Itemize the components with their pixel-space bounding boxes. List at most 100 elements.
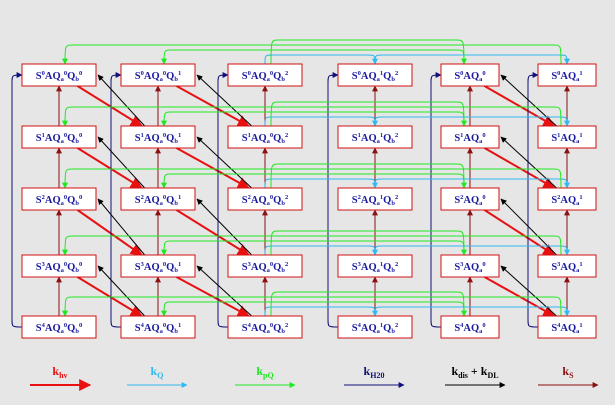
arrow-k-pq-s1-a0-to-s1-01 <box>161 111 465 127</box>
legend-label: kH20 <box>364 364 385 380</box>
state-label: S4AQa0Qb0 <box>36 322 82 335</box>
state-box-frame <box>537 187 597 211</box>
state-box-frame <box>337 315 413 339</box>
state-box-s3-02: S3AQa0Qb2 <box>227 254 303 278</box>
arrow-k-dis-dl-s4-01-to-s3-00 <box>97 265 146 317</box>
legend-label: kpQ <box>256 364 273 380</box>
arrow-k-h2o-s4-00-to-s0-00 <box>11 72 23 328</box>
arrow-k-dis-dl-s1-01-to-s0-00 <box>97 74 146 127</box>
state-label: S2AQa0Qb2 <box>242 194 288 207</box>
state-box-s1-01: S1AQa0Qb1 <box>120 125 196 149</box>
legend-label: kS <box>562 364 574 380</box>
state-box-s0-00: S0AQa0Qb0 <box>21 63 97 87</box>
arrow-k-hv-s0-01-to-s1-02 <box>176 85 250 127</box>
state-box-frame <box>120 254 196 278</box>
legend-item-k-h2o: kH20 <box>344 364 405 388</box>
arrow-k-pq-s3-02-to-s3-a0 <box>270 230 467 256</box>
state-box-s0-a0: S0AQa0 <box>440 63 500 87</box>
arrow-k-pq-s3-a0-to-s3-01 <box>161 240 465 256</box>
state-box-frame <box>337 63 413 87</box>
arrow-k-q-s0-12-to-s0-a1 <box>374 54 570 65</box>
arrow-k-pq-s1-a1-to-s1-00 <box>62 106 562 127</box>
state-label: S4AQa0 <box>454 322 485 335</box>
state-box-s1-00: S1AQa0Qb0 <box>21 125 97 149</box>
legend-label: kQ <box>151 364 164 380</box>
state-box-frame <box>227 63 303 87</box>
arrow-k-pq-s4-a1-to-s4-00 <box>62 296 562 317</box>
state-box-frame <box>120 187 196 211</box>
arrow-k-pq-s3-a1-to-s3-00 <box>62 235 562 256</box>
state-box-frame <box>537 315 597 339</box>
arrow-k-hv-s0-00-to-s1-01 <box>76 85 143 127</box>
state-box-frame <box>537 63 597 87</box>
arrow-k-dis-dl-s4-a1-to-s3-a0 <box>500 265 557 317</box>
state-box-s2-12: S2AQa1Qb2 <box>337 187 413 211</box>
state-label: S3AQa1Qb2 <box>352 261 398 274</box>
state-box-s4-02: S4AQa0Qb2 <box>227 315 303 339</box>
state-box-frame <box>337 254 413 278</box>
state-box-s2-02: S2AQa0Qb2 <box>227 187 303 211</box>
state-box-frame <box>537 254 597 278</box>
legend-item-k-s: kS <box>538 364 599 388</box>
arrow-k-hv-s1-a0-to-s2-a1 <box>484 147 556 189</box>
state-box-frame <box>227 254 303 278</box>
state-box-frame <box>21 254 97 278</box>
arrow-k-q-s3-12-to-s3-a1 <box>374 245 570 256</box>
state-box-s4-01: S4AQa0Qb1 <box>120 315 196 339</box>
state-box-frame <box>440 254 500 278</box>
state-label: S2AQa0Qb1 <box>135 194 181 207</box>
state-box-frame <box>120 125 196 149</box>
legend-item-k-dis-dl: kdis + kDL <box>445 364 506 388</box>
state-box-frame <box>440 125 500 149</box>
state-label: S3AQa0Qb2 <box>242 261 288 274</box>
state-box-frame <box>537 125 597 149</box>
state-box-frame <box>227 315 303 339</box>
state-box-s3-a1: S3AQa1 <box>537 254 597 278</box>
arrow-k-hv-s2-a0-to-s3-a1 <box>483 209 556 256</box>
state-box-s3-a0: S3AQa0 <box>440 254 500 278</box>
state-label: S0AQa0 <box>454 70 485 83</box>
state-label: S1AQa0Qb0 <box>36 132 82 145</box>
state-box-s3-01: S3AQa0Qb1 <box>120 254 196 278</box>
state-box-frame <box>227 125 303 149</box>
state-box-s4-a1: S4AQa1 <box>537 315 597 339</box>
state-box-frame <box>440 315 500 339</box>
arrow-k-dis-dl-s4-02-to-s3-01 <box>196 265 253 317</box>
state-box-frame <box>21 315 97 339</box>
arrow-k-h2o-s4-12-to-s0-12 <box>327 72 339 328</box>
state-box-frame <box>120 63 196 87</box>
state-box-frame <box>440 187 500 211</box>
state-box-frame <box>440 63 500 87</box>
arrow-k-h2o-s4-a1-to-s0-a1 <box>527 72 539 328</box>
state-box-frame <box>21 187 97 211</box>
legend-item-k-hv: khv <box>30 364 92 391</box>
state-label: S3AQa0 <box>454 261 485 274</box>
arrow-k-h2o-s4-01-to-s0-01 <box>110 72 122 328</box>
state-label: S0AQa1 <box>551 70 582 83</box>
state-box-s0-01: S0AQa0Qb1 <box>120 63 196 87</box>
state-box-s2-a0: S2AQa0 <box>440 187 500 211</box>
legend-item-k-pq: kpQ <box>235 364 296 388</box>
state-label: S1AQa1Qb2 <box>352 132 398 145</box>
state-label: S2AQa0Qb0 <box>36 194 82 207</box>
state-box-frame <box>337 187 413 211</box>
state-label: S0AQa0Qb1 <box>135 70 181 83</box>
arrow-k-dis-dl-s1-02-to-s0-01 <box>196 74 253 127</box>
state-box-s2-01: S2AQa0Qb1 <box>120 187 196 211</box>
arrow-k-pq-s0-a0-to-s0-01 <box>161 49 465 65</box>
arrow-k-pq-s2-02-to-s2-a0 <box>270 163 467 189</box>
state-box-s4-00: S4AQa0Qb0 <box>21 315 97 339</box>
state-box-frame <box>337 125 413 149</box>
state-box-s3-00: S3AQa0Qb0 <box>21 254 97 278</box>
state-box-s0-02: S0AQa0Qb2 <box>227 63 303 87</box>
state-box-frame <box>227 187 303 211</box>
arrow-k-pq-s1-02-to-s1-a0 <box>270 101 467 127</box>
arrow-k-dis-dl-s2-01-to-s1-00 <box>97 136 146 189</box>
transition-arrows <box>11 39 570 328</box>
state-box-frame <box>120 315 196 339</box>
arrow-k-q-s1-12-to-s1-a1 <box>374 116 570 127</box>
state-box-s0-12: S0AQa1Qb2 <box>337 63 413 87</box>
arrow-k-q-s1-02-to-s1-12 <box>264 116 378 127</box>
